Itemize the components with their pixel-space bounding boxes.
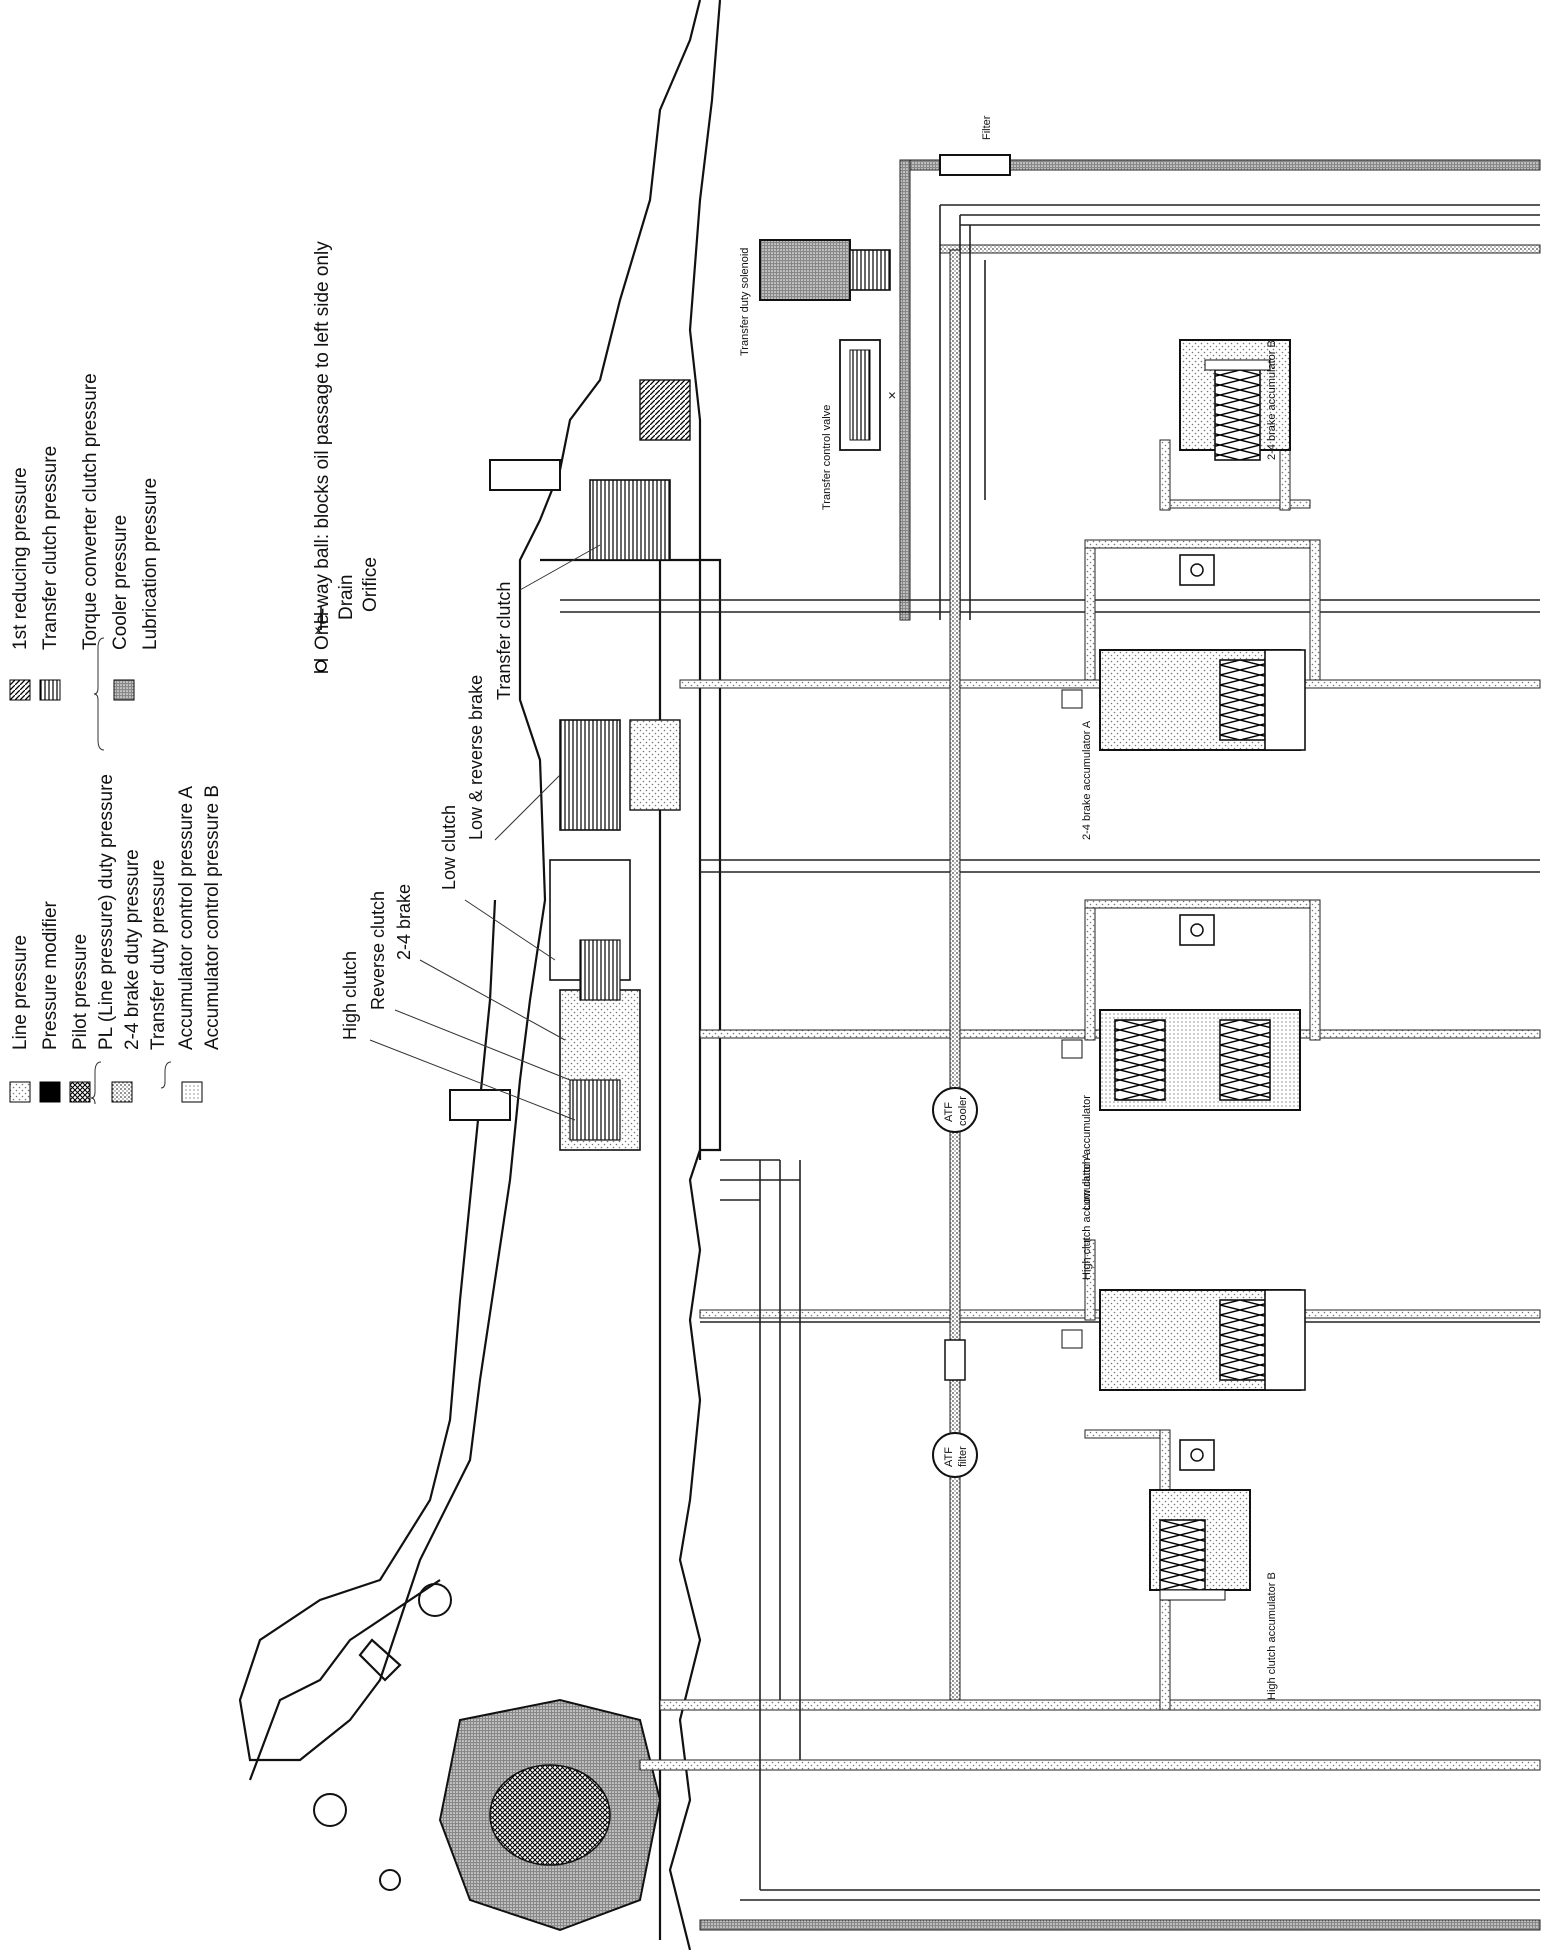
case-bolt [449, 1089, 511, 1121]
accumulator-high-clutch-a [1061, 1289, 1306, 1391]
legend-label-acc-control-a: Accumulator control pressure A [176, 786, 197, 1050]
clutch-packs [549, 379, 691, 1151]
check-ball-icon [1179, 554, 1215, 586]
legend-swatch-pressure-modifier [39, 1081, 61, 1103]
legend-label-pilot-pressure: Pilot pressure [70, 934, 91, 1050]
legend-label-acc-control-b: Accumulator control pressure B [202, 785, 223, 1050]
orifice-icon [314, 606, 328, 630]
legend-swatch-line-pressure [9, 1081, 31, 1103]
legend-label-transfer-duty-pressure: Transfer duty pressure [148, 860, 169, 1050]
hydraulic-lines [560, 159, 1541, 1931]
label-transfer-clutch: Transfer clutch [494, 582, 514, 700]
one-way-ball-icon [314, 659, 328, 673]
label-24-brake: 2-4 brake [394, 884, 414, 960]
label-transfer-duty-solenoid: Transfer duty solenoid [739, 248, 751, 356]
transfer-control-valve [839, 339, 881, 451]
label-high-clutch-accumulator-a: High clutch accumulator A [1081, 1152, 1093, 1280]
label-low-clutch-accumulator: Low clutch accumulator [1081, 1095, 1093, 1210]
label-reverse-clutch: Reverse clutch [368, 891, 388, 1010]
drain-icon: × [314, 623, 323, 640]
legend-swatch-pilot-pressure [69, 1081, 91, 1103]
atf-cooler-icon [932, 1087, 978, 1133]
leader-lines [369, 544, 601, 1121]
legend-label-drain: Drain [336, 575, 357, 620]
legend-label-pressure-modifier: Pressure modifier [40, 900, 61, 1050]
legend-right-column: 1st reducing pressure Transfer clutch pr… [9, 373, 161, 751]
label-atf-cooler-2: cooler [957, 1096, 969, 1126]
label-atf-filter-2: filter [957, 1446, 969, 1467]
label-high-clutch-accumulator-b: High clutch accumulator B [1266, 1572, 1278, 1700]
legend-swatch-1st-reducing [9, 679, 31, 701]
accumulator-24-brake-a [1061, 649, 1306, 751]
legend-symbols: × One-way ball: blocks oil passage to le… [312, 241, 381, 673]
label-transfer-control-valve: Transfer control valve [821, 405, 833, 510]
case-bolt [418, 1583, 452, 1617]
legend-label-transfer-clutch-pressure: Transfer clutch pressure [40, 446, 61, 650]
case-bolt [313, 1793, 347, 1827]
legend-label-line-pressure: Line pressure [10, 935, 31, 1050]
legend-label-pl-duty-pressure: PL (Line pressure) duty pressure [96, 774, 117, 1050]
drain-icon: × [888, 387, 896, 403]
label-atf-cooler-1: ATF [943, 1102, 955, 1122]
legend-brace-duty [90, 1061, 102, 1105]
label-24-brake-accumulator-a: 2-4 brake accumulator A [1081, 720, 1093, 840]
legend-label-24-brake-duty-pressure: 2-4 brake duty pressure [122, 849, 143, 1050]
legend-label-1st-reducing: 1st reducing pressure [10, 467, 31, 650]
accumulator-24-brake-b [1179, 339, 1291, 461]
label-filter: Filter [981, 115, 993, 140]
label-low-reverse-brake: Low & reverse brake [466, 675, 486, 840]
case-bolt [489, 459, 561, 491]
legend-swatch-transfer-clutch [39, 679, 61, 701]
label-high-clutch: High clutch [340, 951, 360, 1040]
legend-label-one-way-ball: One-way ball: blocks oil passage to left… [312, 241, 333, 650]
filter-element [939, 154, 1011, 176]
accumulator-high-clutch-b [1149, 1489, 1251, 1601]
legend-swatch-accumulator-pressure [181, 1081, 203, 1103]
legend-brace-accumulator [160, 1061, 172, 1089]
legend-label-cooler: Cooler pressure [110, 515, 131, 650]
label-atf-filter-1: ATF [943, 1447, 955, 1467]
check-ball-icon [1179, 914, 1215, 946]
label-low-clutch: Low clutch [439, 805, 459, 890]
torque-converter [438, 1698, 662, 1932]
accumulator-low-clutch [1061, 1009, 1301, 1111]
legend-label-orifice: Orifice [360, 557, 381, 612]
legend-label-lubrication: Lubrication pressure [140, 478, 161, 650]
transfer-duty-solenoid [759, 239, 891, 301]
label-24-brake-accumulator-b: 2-4 brake accumulator B [1266, 340, 1278, 460]
atf-filter-icon [932, 1339, 978, 1478]
check-ball-icon [1179, 1439, 1215, 1471]
legend-brace-converter [93, 637, 105, 751]
legend-left-column: Line pressure Pressure modifier Pilot pr… [9, 774, 223, 1105]
legend-swatch-duty-pressure [111, 1081, 133, 1103]
legend-label-torque-converter: Torque converter clutch pressure [80, 373, 101, 650]
legend-swatch-cooler [113, 679, 135, 701]
case-bolt [379, 1869, 401, 1891]
